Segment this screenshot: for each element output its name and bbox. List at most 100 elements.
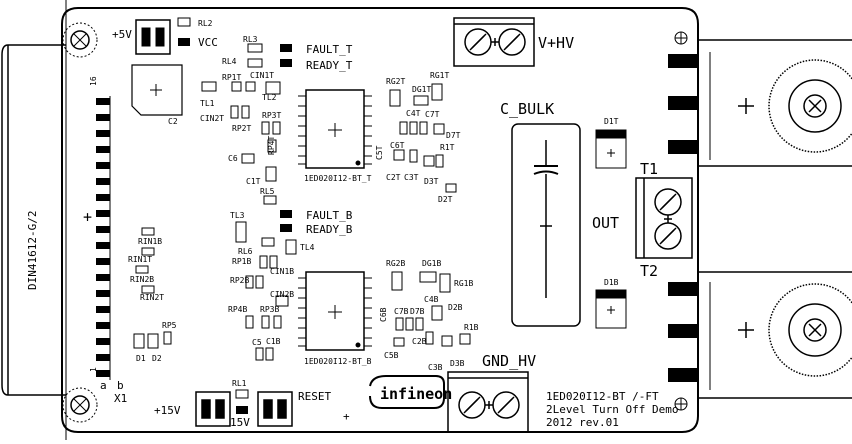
label-gnd-hv: GND_HV	[482, 352, 536, 370]
label-c6t: C6T	[390, 141, 405, 150]
label-c4t: C4T	[406, 109, 421, 118]
label-cbulk: C_BULK	[500, 100, 554, 118]
pin-1-label: 1	[89, 367, 98, 372]
title-line-2: 2Level Turn Off Demo	[546, 403, 678, 416]
label-5v: +5V	[112, 28, 132, 41]
label-c2b: C2B	[412, 337, 427, 346]
title-line-3: 2012 rev.01	[546, 416, 619, 429]
label-tl3: TL3	[230, 211, 245, 220]
label-t2: T2	[640, 262, 658, 280]
label-cin2b: CIN2B	[270, 290, 294, 299]
label-rp4t: RP4T	[267, 136, 276, 155]
diode-d1t	[595, 129, 627, 169]
ic-top	[298, 89, 372, 169]
label-c7b: C7B	[394, 307, 409, 316]
label-vhv: V+HV	[538, 34, 574, 52]
pin-16-label: 16	[89, 76, 98, 86]
label-c6: C6	[228, 154, 238, 163]
label-rl3: RL3	[243, 35, 258, 44]
mounting-hole-bottom-left	[62, 387, 98, 423]
label-c1t: C1T	[246, 177, 261, 186]
label-c1b: C1B	[266, 337, 281, 346]
label-rin2b: RIN2B	[130, 275, 154, 284]
label-rp1t: RP1T	[222, 73, 241, 82]
din-pins	[96, 98, 110, 377]
label-rg2b: RG2B	[386, 259, 405, 268]
ic-top-label: 1ED020I12-BT_T	[304, 174, 372, 183]
infineon-logo: infineon	[369, 375, 452, 409]
power-module-top	[698, 39, 852, 167]
label-c5: C5	[252, 338, 262, 347]
label-rp3t: RP3T	[262, 111, 281, 120]
label-c5b: C5B	[384, 351, 399, 360]
board-outline	[61, 7, 699, 433]
label-tl1: TL1	[200, 99, 215, 108]
label-rl1: RL1	[232, 379, 247, 388]
label-r1b: R1B	[464, 323, 479, 332]
connector-reset	[257, 391, 293, 427]
mounting-hole-bottom-right	[674, 397, 688, 411]
label-rg1t: RG1T	[430, 71, 449, 80]
svg-text:+: +	[343, 410, 350, 423]
label-cin1b: CIN1B	[270, 267, 294, 276]
label-rp1b: RP1B	[232, 257, 251, 266]
terminal-vhv	[453, 17, 535, 67]
label-rg1b: RG1B	[454, 279, 473, 288]
signal-fault-b: FAULT_B	[306, 209, 353, 222]
label-d2t: D2T	[438, 195, 453, 204]
pin-a-label: a	[100, 379, 107, 392]
connector-15v	[195, 391, 231, 427]
label-d2: D2	[152, 354, 162, 363]
label-tl4: TL4	[300, 243, 315, 252]
label-c3b: C3B	[428, 363, 443, 372]
label-rp3b: RP3B	[260, 305, 279, 314]
label-rp5: RP5	[162, 321, 177, 330]
label-d7t: D7T	[446, 131, 461, 140]
label-rin1t: RIN1T	[128, 255, 152, 264]
label-rp2b: RP2B	[230, 276, 249, 285]
label-d2b: D2B	[448, 303, 463, 312]
label-c7t: C7T	[425, 110, 440, 119]
x1-label: X1	[114, 392, 127, 405]
label-c2: C2	[168, 117, 178, 126]
ic-bottom-label: 1ED020I12-BT_B	[304, 357, 372, 366]
label-d1: D1	[136, 354, 146, 363]
label-out: OUT	[592, 214, 619, 232]
label-c4b: C4B	[424, 295, 439, 304]
label-rp2t: RP2T	[232, 124, 251, 133]
power-module-bottom	[698, 271, 852, 399]
infineon-logo-text: infineon	[380, 385, 452, 403]
signal-ready-t: READY_T	[306, 59, 353, 72]
pin-b-label: b	[117, 379, 124, 392]
label-d1b: D1B	[604, 278, 619, 287]
label-15v: +15V	[154, 404, 181, 417]
mounting-hole-top-left	[62, 22, 98, 58]
label-rl4: RL4	[222, 57, 237, 66]
label-vcc: VCC	[198, 36, 218, 49]
terminal-gnd-hv	[447, 371, 529, 433]
label-rl5: RL5	[260, 187, 275, 196]
label-t1: T1	[640, 160, 658, 178]
capacitor-cbulk	[511, 123, 581, 327]
mounting-hole-top-right	[674, 31, 688, 45]
capacitor-c2	[131, 64, 183, 116]
label-d3b: D3B	[450, 359, 465, 368]
label-rin2t: RIN2T	[140, 293, 164, 302]
label-15v-b: 15V	[230, 416, 250, 429]
terminal-out	[635, 177, 693, 259]
label-rp4b: RP4B	[228, 305, 247, 314]
din-connector	[1, 44, 66, 396]
label-rl2: RL2	[198, 19, 213, 28]
label-c6b: C6B	[379, 307, 388, 322]
ic-bottom	[298, 271, 372, 351]
label-r1t: R1T	[440, 143, 455, 152]
label-reset: RESET	[298, 390, 331, 403]
label-c2t: C2T	[386, 173, 401, 182]
label-d1t: D1T	[604, 117, 619, 126]
label-cin2t: CIN2T	[200, 114, 224, 123]
title-line-1: 1ED020I12-BT /-FT	[546, 390, 659, 403]
signal-fault-t: FAULT_T	[306, 43, 353, 56]
label-rg2t: RG2T	[386, 77, 405, 86]
